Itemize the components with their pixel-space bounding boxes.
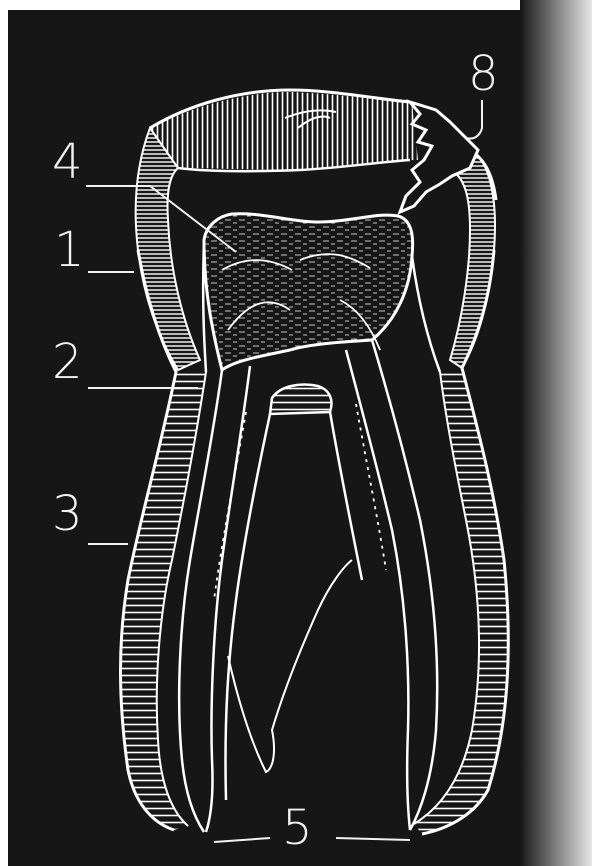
label-two-text: 2 — [52, 334, 83, 390]
label-eight-text: 8 — [468, 46, 499, 102]
label-three-text: 3 — [52, 486, 83, 542]
label-one-text: 1 — [54, 222, 85, 278]
label-four-text: 4 — [52, 134, 83, 190]
label-five-text: 5 — [282, 800, 313, 856]
scan-edge — [520, 0, 592, 866]
